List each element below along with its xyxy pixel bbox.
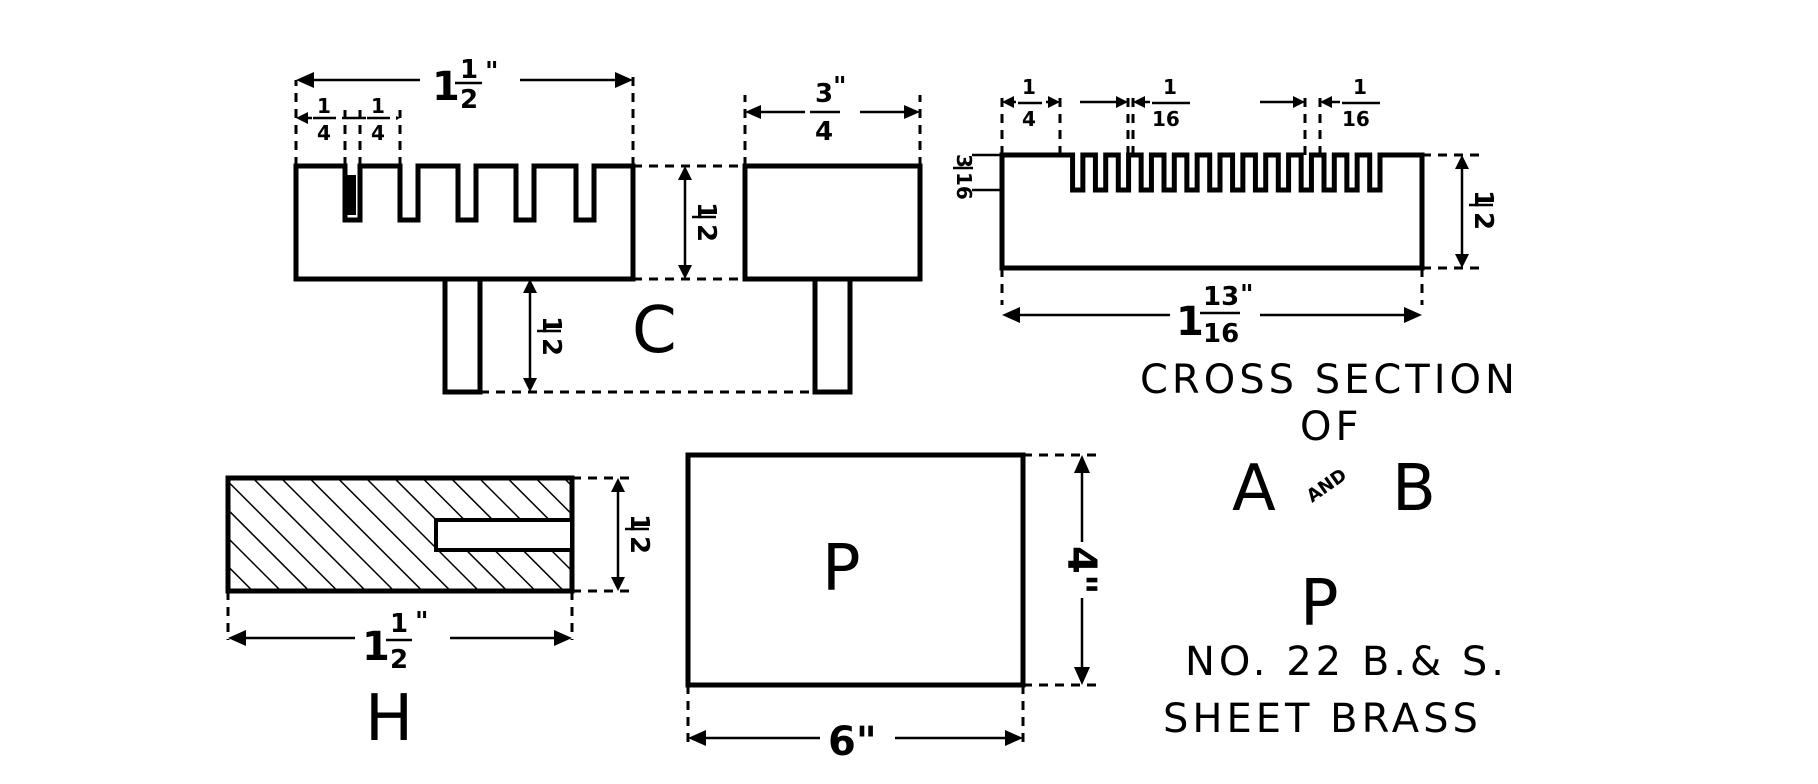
c-gap-den: 4 — [371, 121, 385, 145]
h-width-num: 1 — [390, 609, 408, 639]
xs-height-num: 1 — [1468, 190, 1498, 208]
p-note-line1: NO. 22 B.& S. — [1185, 639, 1508, 685]
svg-text:": " — [485, 57, 499, 87]
xs-depth-den: 16 — [952, 172, 976, 200]
xs-tooth-num: 1 — [1022, 75, 1036, 99]
part-c-front-view: 1 1 2 " 1 4 1 4 1 2 1 — [293, 55, 810, 395]
xs-slot-num: 1 — [1163, 75, 1177, 99]
comb-body-outline — [293, 163, 636, 282]
c-height-den: 2 — [691, 224, 721, 242]
side-width-den: 4 — [815, 117, 833, 147]
part-c-label: C — [632, 294, 677, 368]
h-height-num: 1 — [624, 514, 654, 532]
cross-section-a: A — [1232, 452, 1276, 526]
svg-text:": " — [415, 607, 429, 637]
xs-depth-num: 3 — [952, 154, 976, 168]
c-width-frac-den: 2 — [460, 85, 478, 115]
p-width: 6" — [828, 719, 877, 765]
h-width-den: 2 — [390, 645, 408, 675]
side-width-num: 3 — [815, 79, 833, 109]
p-height: 4" — [1058, 546, 1104, 595]
cross-section-b: B — [1392, 452, 1436, 526]
h-width-whole: 1 — [362, 624, 390, 670]
c-width-frac-num: 1 — [460, 55, 478, 85]
xs-slot2-num: 1 — [1353, 75, 1367, 99]
c-stem-num: 1 — [536, 316, 566, 334]
stem-outline — [442, 279, 483, 395]
p-note-label: P — [1300, 567, 1339, 641]
c-height-num: 1 — [691, 202, 721, 220]
xs-slot-den: 16 — [1152, 107, 1180, 131]
svg-text:": " — [1240, 280, 1254, 310]
h-height-den: 2 — [624, 536, 654, 554]
c-width-whole: 1 — [432, 64, 460, 110]
side-body-outline — [742, 163, 923, 282]
part-p-label: P — [822, 532, 861, 606]
xs-length-whole: 1 — [1176, 299, 1204, 345]
side-stem-outline — [812, 279, 853, 395]
c-gap-num: 1 — [371, 94, 385, 118]
cross-section-outline — [999, 152, 1425, 271]
comb-slot-mark — [347, 175, 356, 215]
part-h-view: 1 2 1 1 2 " H — [225, 475, 654, 756]
c-stem-den: 2 — [536, 338, 566, 356]
xs-length-den: 16 — [1203, 319, 1239, 349]
p-note-line2: SHEET BRASS — [1163, 696, 1482, 742]
p-sheet-outline — [685, 452, 1026, 688]
part-h-label: H — [365, 682, 413, 756]
xs-slot2-den: 16 — [1342, 107, 1370, 131]
svg-text:": " — [833, 72, 847, 102]
cross-section-and: AND — [1303, 465, 1351, 507]
xs-tooth-den: 4 — [1022, 107, 1036, 131]
xs-height-den: 2 — [1468, 212, 1498, 230]
part-p-view: P 4" 6" P NO. 22 B.& S. SHEET BRASS — [685, 452, 1508, 765]
h-slot — [434, 518, 574, 552]
cross-section-of: OF — [1300, 404, 1363, 450]
part-c-side-view: 3 " 4 — [742, 72, 923, 395]
cross-section-view: 1 4 1 16 1 16 3 16 — [952, 72, 1519, 526]
cross-section-title: CROSS SECTION — [1140, 357, 1519, 403]
c-tooth-den: 4 — [317, 121, 331, 145]
xs-length-num: 13 — [1203, 282, 1239, 312]
c-tooth-num: 1 — [317, 94, 331, 118]
